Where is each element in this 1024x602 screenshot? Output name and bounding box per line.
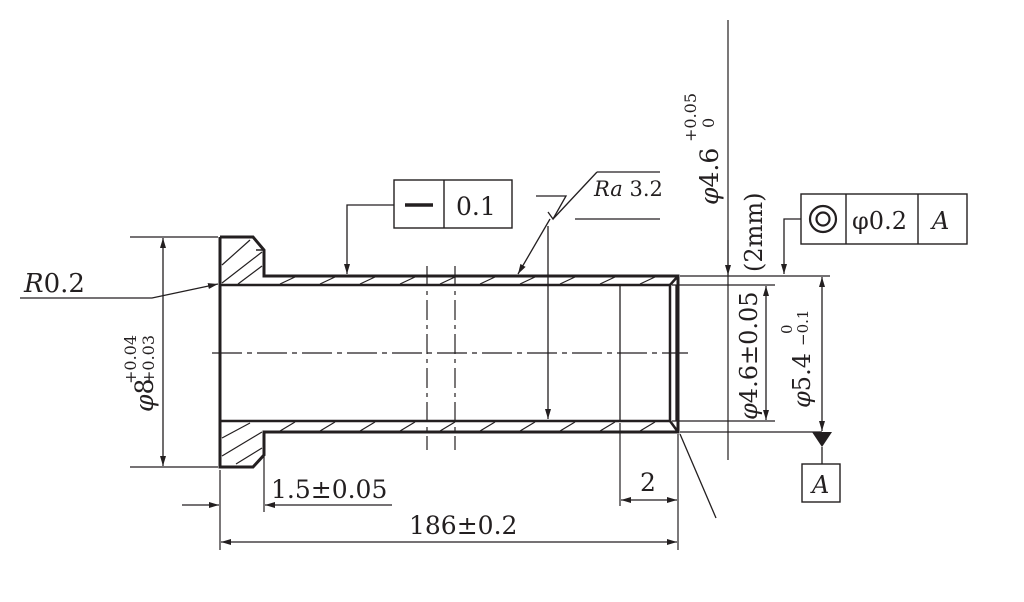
depth-note: (2mm) bbox=[740, 192, 768, 272]
concentricity-frame: φ0.2 A bbox=[781, 193, 968, 274]
svg-text:−0.1: −0.1 bbox=[794, 310, 812, 346]
svg-text:φ0.2: φ0.2 bbox=[852, 207, 907, 235]
datum-a-symbol: A bbox=[801, 432, 841, 503]
svg-text:φ8: φ8 bbox=[130, 379, 159, 412]
svg-text:+0.05: +0.05 bbox=[681, 93, 700, 142]
svg-text:186±0.2: 186±0.2 bbox=[409, 511, 517, 540]
svg-text:φ4.6±0.05: φ4.6±0.05 bbox=[735, 291, 763, 420]
total-length-dim: 186±0.2 bbox=[221, 511, 677, 545]
flange-thickness-dim: 1.5±0.05 bbox=[182, 457, 392, 550]
svg-text:(2mm): (2mm) bbox=[740, 192, 768, 272]
svg-text:φ5.4: φ5.4 bbox=[788, 353, 816, 408]
concentricity-icon bbox=[808, 204, 838, 234]
svg-text:R0.2: R0.2 bbox=[23, 269, 85, 299]
svg-text:A: A bbox=[930, 207, 949, 235]
svg-text:+0.04: +0.04 bbox=[121, 335, 140, 384]
svg-text:A: A bbox=[810, 471, 829, 499]
center-lines bbox=[212, 266, 688, 450]
svg-text:+0.03: +0.03 bbox=[139, 335, 158, 384]
hatching bbox=[221, 239, 656, 465]
flange-diameter-dim: φ8 +0.04 +0.03 bbox=[121, 236, 218, 468]
inner-diameter-dim: φ4.6±0.05 bbox=[735, 286, 769, 420]
svg-text:φ4.6: φ4.6 bbox=[695, 148, 724, 205]
svg-text:2: 2 bbox=[640, 468, 656, 497]
svg-text:Ra 3.2: Ra 3.2 bbox=[593, 177, 663, 201]
outer-diameter-dim: φ5.4 0 −0.1 bbox=[778, 277, 825, 431]
svg-text:0: 0 bbox=[778, 324, 796, 334]
svg-text:0.1: 0.1 bbox=[456, 192, 496, 221]
part-outline bbox=[218, 235, 680, 469]
radius-callout: R0.2 bbox=[20, 269, 219, 299]
svg-text:1.5±0.05: 1.5±0.05 bbox=[271, 475, 387, 504]
svg-text:0: 0 bbox=[699, 118, 718, 128]
flatness-frame: 0.1 bbox=[344, 179, 513, 274]
outer-diameter-top-dim: φ4.6 +0.05 0 bbox=[681, 93, 731, 275]
corner-leader bbox=[679, 433, 717, 519]
surface-roughness: Ra 3.2 bbox=[517, 171, 663, 419]
end-length-dim: 2 bbox=[619, 423, 679, 550]
